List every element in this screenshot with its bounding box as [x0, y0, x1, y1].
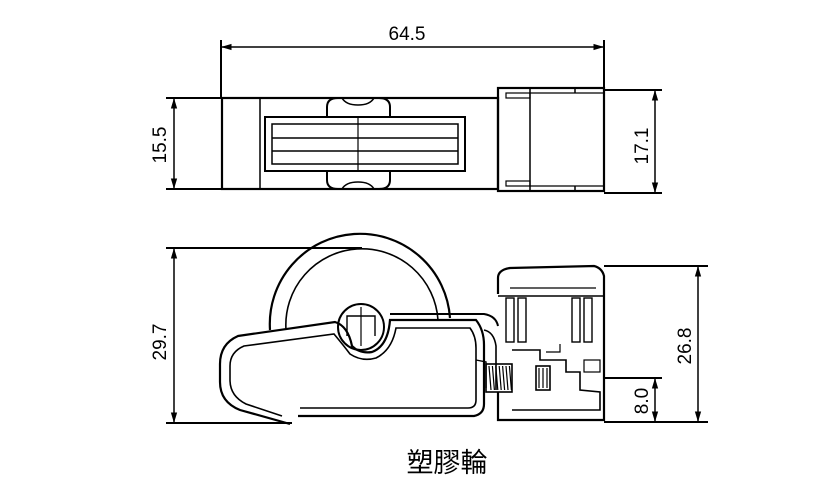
- side-view: 29.7: [150, 232, 708, 426]
- dimension-top-width: 64.5: [220, 24, 605, 98]
- dimension-top-left-height: 15.5: [150, 97, 222, 190]
- top-view-end-cap: [496, 86, 606, 193]
- dimension-label-bottom-left-height: 29.7: [150, 324, 171, 361]
- screw-thread: [505, 365, 509, 391]
- dimension-label-bottom-right-height: 26.8: [675, 328, 696, 365]
- dimension-label-top-width: 64.5: [389, 24, 426, 45]
- screw-thread: [495, 365, 499, 391]
- caption: 塑膠輪: [407, 448, 488, 479]
- wheel: [268, 232, 452, 351]
- screw-thread: [498, 365, 502, 391]
- dimension-label-top-right-height: 17.1: [632, 128, 653, 165]
- housing: [496, 264, 606, 422]
- screw-thread: [508, 365, 512, 391]
- dimension-top-right-height: 17.1: [604, 89, 662, 194]
- dimension-bottom-left-height: 29.7: [150, 247, 362, 424]
- dimension-label-top-left-height: 15.5: [150, 127, 171, 164]
- dimension-label-bottom-right-small: 8.0: [632, 388, 653, 414]
- dimension-bottom-right-small: 8.0: [604, 377, 662, 422]
- top-view: 64.5: [150, 24, 662, 194]
- dimension-bottom-right-height: 26.8: [604, 265, 708, 423]
- screw-thread: [491, 365, 495, 391]
- screw-thread: [502, 365, 506, 391]
- top-view-body: [220, 96, 500, 191]
- screw-thread: [488, 365, 492, 391]
- bracket: [218, 313, 499, 426]
